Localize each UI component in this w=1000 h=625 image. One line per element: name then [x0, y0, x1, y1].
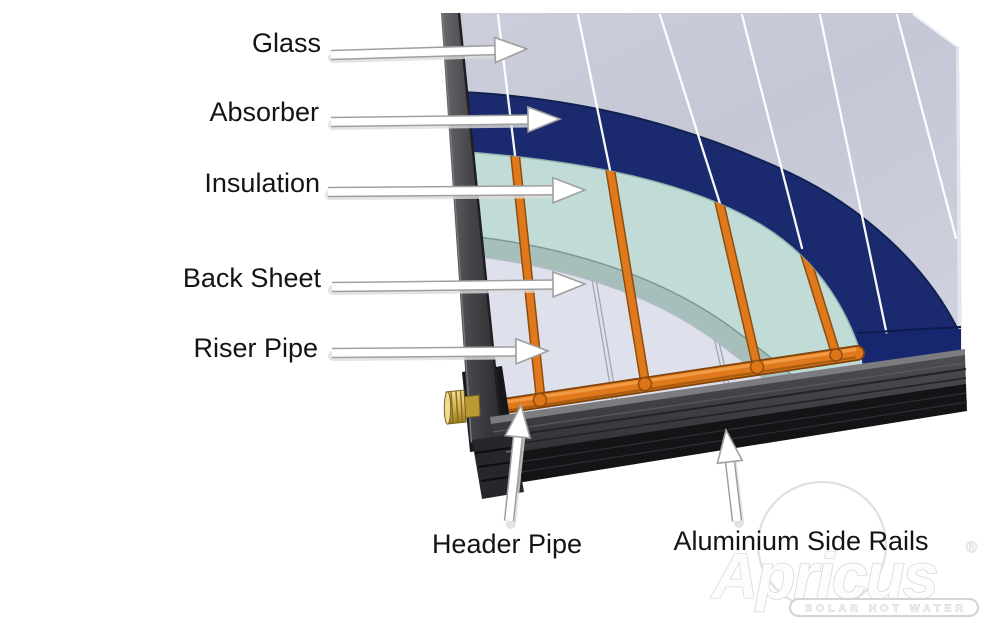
label-back-sheet: Back Sheet — [183, 263, 322, 293]
callout-labels: Glass Absorber Insulation Back Sheet Ris… — [183, 28, 929, 559]
label-riser-pipe: Riser Pipe — [193, 333, 318, 363]
pipe-joint — [829, 348, 843, 362]
glass-reflection-lines — [496, 13, 958, 342]
riser-pipe-1 — [509, 150, 545, 403]
arrow-header-pipe — [503, 402, 532, 522]
logo-registered-mark: ® — [966, 539, 977, 556]
label-insulation: Insulation — [204, 168, 320, 198]
pipe-joint — [637, 376, 653, 392]
header-pipe — [489, 345, 865, 415]
apricus-watermark-logo: Apricus ® SOLAR HOT WATER — [709, 480, 979, 617]
pipe-joint — [532, 392, 548, 408]
logo-tagline-pill — [789, 598, 979, 617]
brass-fitting — [443, 389, 481, 425]
arrow-insulation — [327, 176, 588, 204]
riser-pipe-3 — [713, 191, 762, 371]
label-absorber: Absorber — [209, 97, 319, 127]
arrow-side-rails — [716, 427, 744, 522]
arrow-absorber — [330, 105, 563, 134]
label-glass: Glass — [252, 28, 321, 58]
riser-pipe-2 — [603, 150, 650, 389]
logo-tagline-text: SOLAR HOT WATER — [805, 603, 967, 615]
panel-cutaway — [441, 13, 962, 448]
arrow-back-sheet — [331, 270, 588, 299]
arrow-riser-pipe — [331, 337, 551, 366]
arrow-glass — [330, 36, 530, 64]
side-rail-bottom — [472, 349, 968, 499]
pipe-joint — [749, 359, 765, 375]
label-header-pipe: Header Pipe — [432, 529, 582, 559]
absorber-fold-line — [856, 325, 962, 335]
label-side-rails: Aluminium Side Rails — [673, 526, 928, 556]
glass-corner-edge — [912, 13, 959, 49]
glass-right-edge — [956, 47, 962, 373]
callout-arrows — [325, 36, 744, 529]
